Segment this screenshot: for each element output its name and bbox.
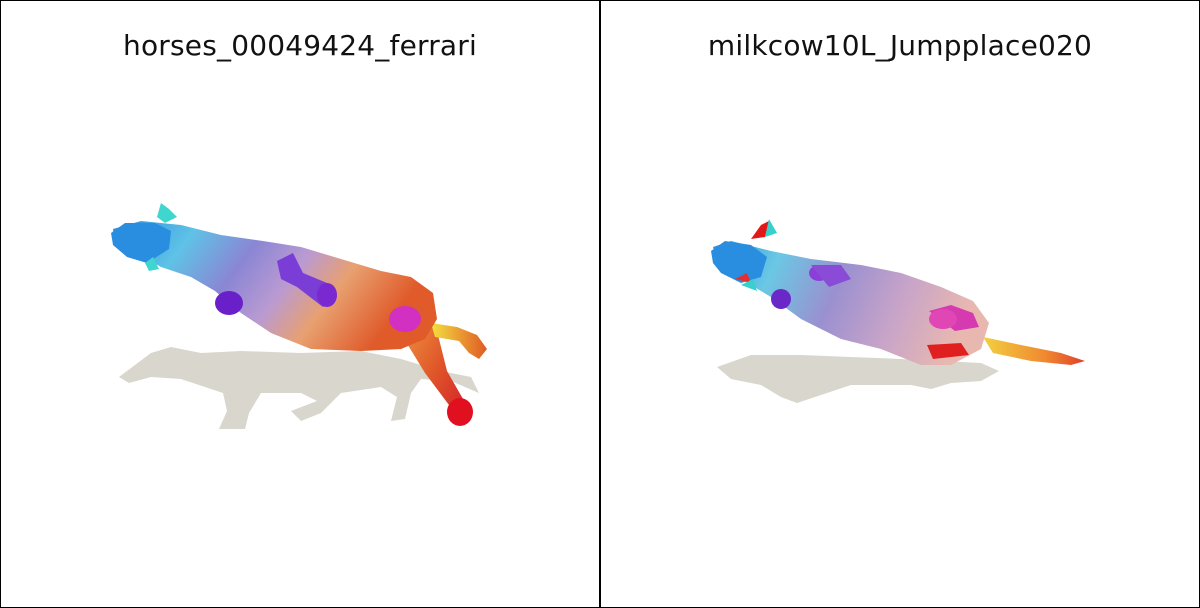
cow-head — [711, 241, 767, 283]
horse-front-hoof-2 — [215, 291, 243, 315]
horse-tail — [431, 323, 487, 359]
cow-hind-leg-2 — [927, 343, 969, 359]
cow-ear-left — [735, 273, 751, 283]
cow-ear-left-2 — [741, 279, 757, 291]
cow-front-leg — [811, 265, 851, 287]
panel-cow: milkcow10L_Jumpplace020 — [601, 1, 1199, 607]
horse-body — [113, 221, 437, 351]
panel-horse: horses_00049424_ferrari — [1, 1, 599, 607]
horse-ear-1 — [157, 203, 177, 223]
cow-horn-red — [751, 221, 769, 239]
horse-front-hoof-1 — [317, 283, 337, 307]
panel-title-cow: milkcow10L_Jumpplace020 — [707, 29, 1093, 62]
cow-horn-cyan — [765, 219, 777, 237]
cow-front-hoof-2 — [771, 289, 791, 309]
horse-shadow — [119, 347, 479, 429]
cow-render — [711, 219, 1085, 403]
horse-render — [111, 203, 487, 429]
horse-hind-hoof — [447, 398, 473, 426]
panel-title-horse: horses_00049424_ferrari — [123, 29, 477, 62]
cow-shadow — [717, 355, 999, 403]
cow-tail — [983, 337, 1085, 365]
horse-head — [111, 223, 171, 263]
horse-ear-2 — [145, 257, 159, 271]
cow-body — [713, 241, 989, 365]
horse-hind-stub — [389, 306, 421, 332]
panel-divider — [599, 0, 601, 608]
cow-hind-stub — [929, 309, 957, 329]
